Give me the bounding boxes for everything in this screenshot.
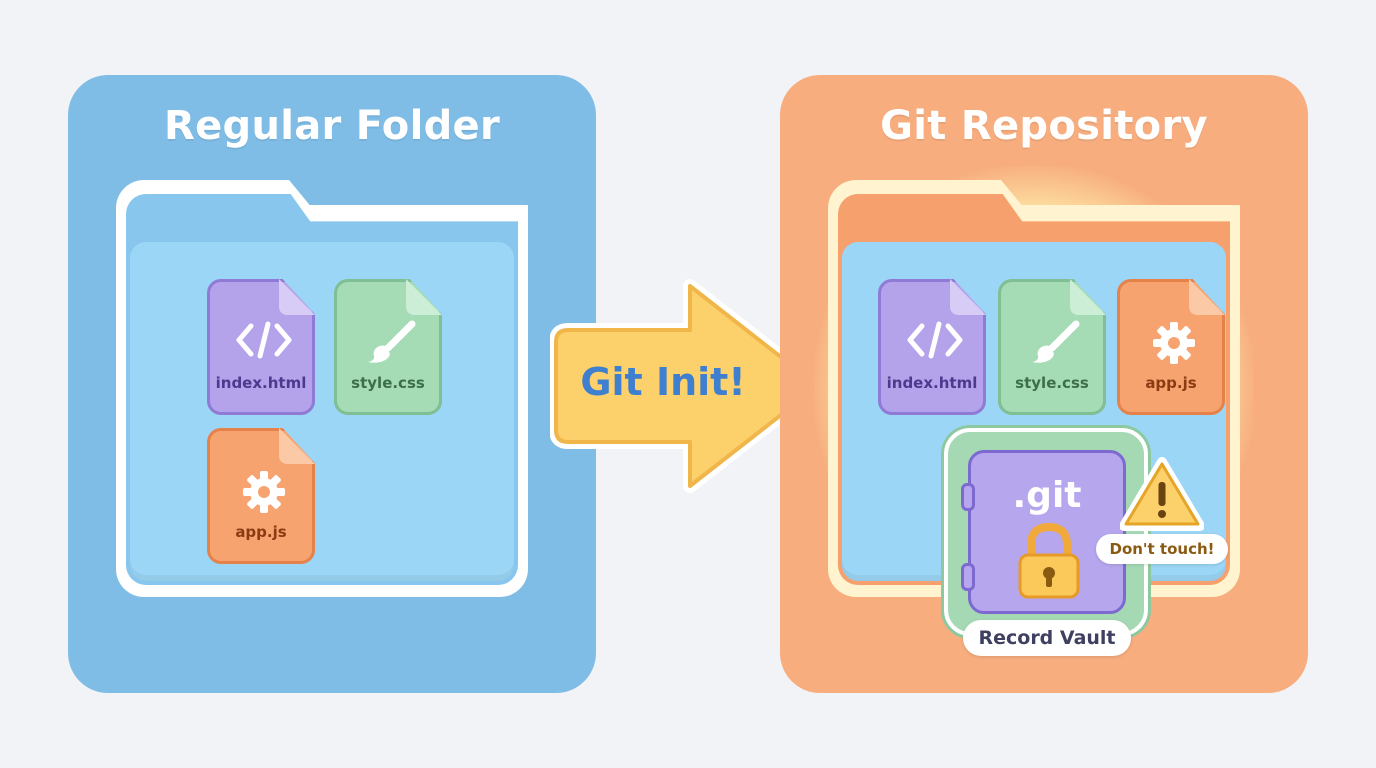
- file-index-html: index.html: [207, 279, 315, 415]
- git-vault: .git: [944, 428, 1148, 636]
- code-icon: [236, 321, 292, 359]
- warning-caption: Don't touch!: [1096, 534, 1228, 564]
- vault-caption: Record Vault: [963, 620, 1131, 656]
- folder: index.html style.css: [116, 180, 528, 597]
- gear-icon: [1153, 322, 1195, 364]
- file-style-css: style.css: [998, 279, 1106, 415]
- padlock-icon: [1018, 522, 1080, 599]
- file-app-js: app.js: [207, 428, 315, 564]
- code-icon: [907, 321, 963, 359]
- panel-title: Git Repository: [880, 103, 1208, 149]
- warning-icon: [1120, 457, 1204, 531]
- paintbrush-icon: [1032, 320, 1080, 363]
- file-style-css: style.css: [334, 279, 442, 415]
- paintbrush-icon: [368, 320, 416, 363]
- regular-folder-panel: Regular Folder index.html style.css: [68, 75, 596, 693]
- vault-door: .git: [961, 450, 1126, 614]
- gear-icon: [243, 471, 285, 513]
- arrow-label: Git Init!: [580, 360, 746, 404]
- file-app-js: app.js: [1117, 279, 1225, 415]
- file-index-html: index.html: [878, 279, 986, 415]
- git-init-arrow: [550, 279, 825, 493]
- vault-title: .git: [1012, 475, 1082, 516]
- folder: index.html style.css: [814, 166, 1254, 611]
- panel-title: Regular Folder: [164, 103, 500, 149]
- git-repository-panel: Git Repository index.html style.css: [780, 75, 1308, 693]
